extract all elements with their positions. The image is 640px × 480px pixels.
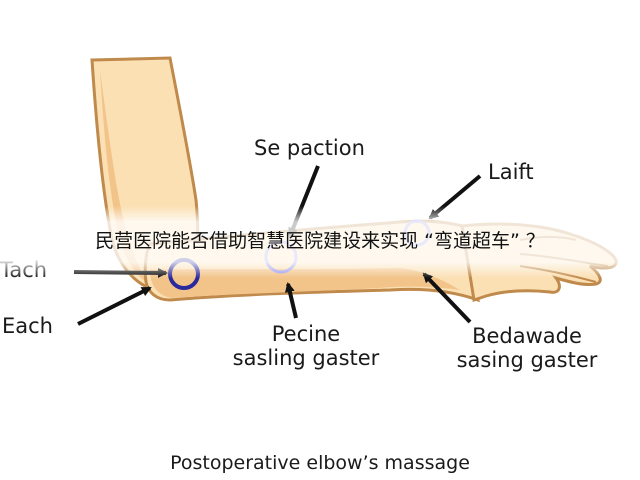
overlay-title: 民营医院能否借助智慧医院建设来实现 “弯道超车” ？ xyxy=(95,230,545,252)
arrow-each xyxy=(77,286,152,326)
arrow-pecine xyxy=(284,282,298,319)
diagram-caption: Postoperative elbow’s massage xyxy=(170,452,470,474)
label-pecine-line2: sasling gaster xyxy=(232,346,380,370)
label-pecine-line1: Pecine xyxy=(271,322,341,346)
label-pecine: Pecine sasling gaster xyxy=(196,322,416,370)
label-laift: Laift xyxy=(488,160,534,184)
overlay-banner xyxy=(0,206,640,278)
arrow-bedawade xyxy=(422,272,472,324)
label-each: Each xyxy=(2,314,53,338)
label-bedawade-line2: sasing gaster xyxy=(456,348,598,372)
label-bedawade: Bedawade sasing gaster xyxy=(420,324,634,372)
label-se-paction: Se paction xyxy=(254,136,365,160)
label-bedawade-line1: Bedawade xyxy=(472,324,582,348)
